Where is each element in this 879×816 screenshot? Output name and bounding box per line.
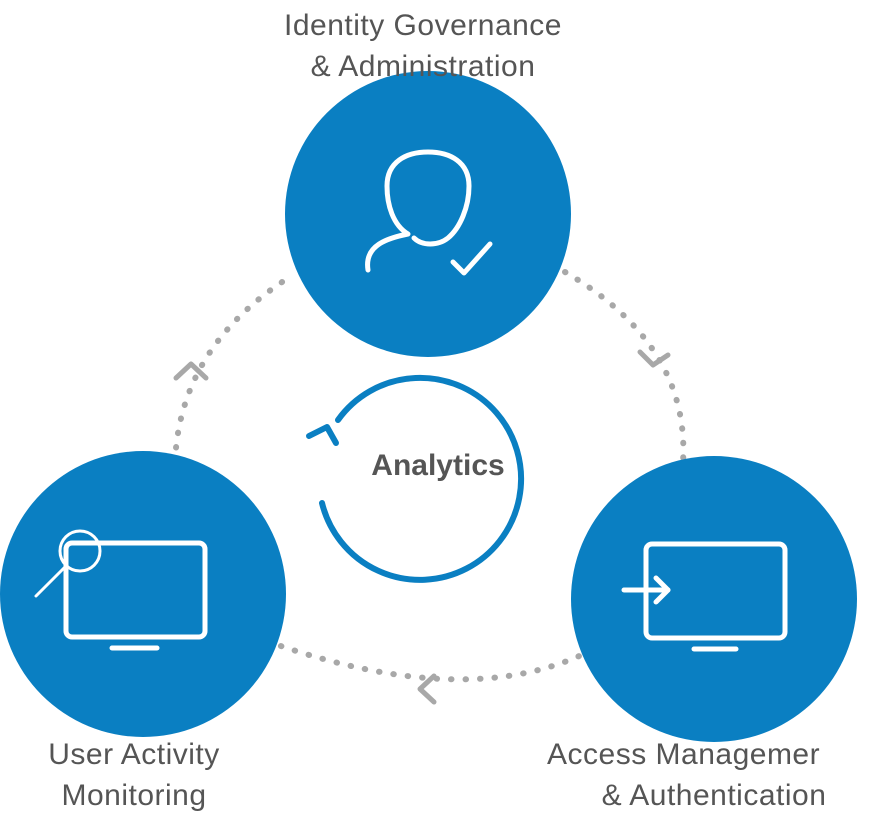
monitor-magnifier-icon xyxy=(34,529,208,651)
node-user-activity-monitoring xyxy=(0,451,286,737)
chevron-monitoring-to-identity-icon xyxy=(173,361,209,381)
connector-monitoring-to-identity xyxy=(172,272,296,465)
node-identity-circle xyxy=(285,71,571,357)
monitoring-label-line2: Monitoring xyxy=(61,779,206,812)
user-check-icon xyxy=(365,149,493,276)
access-label-line2: & Authentication xyxy=(602,779,827,812)
identity-label-line2: & Administration xyxy=(311,50,536,83)
connectors xyxy=(172,269,687,683)
analytics-center: Analytics xyxy=(306,374,525,583)
chevron-access-to-monitoring-icon xyxy=(417,673,437,705)
connector-identity-to-access xyxy=(562,269,687,465)
connector-arrows xyxy=(173,349,671,705)
node-monitoring-circle xyxy=(0,451,286,737)
refresh-cycle-icon xyxy=(319,374,525,583)
monitoring-label-line1: User Activity xyxy=(48,738,220,771)
access-label-line1: Access Managemer xyxy=(547,738,820,771)
monitor-login-icon xyxy=(621,541,788,652)
node-access-circle xyxy=(571,456,857,742)
analytics-label: Analytics xyxy=(371,449,504,482)
chevron-identity-to-access-icon xyxy=(637,349,671,368)
node-access-management xyxy=(571,456,857,742)
node-identity-governance xyxy=(285,71,571,357)
identity-label-line1: Identity Governance xyxy=(284,9,562,42)
node-labels: Identity Governance & Administration Use… xyxy=(48,9,826,812)
refresh-arrowhead-icon xyxy=(306,424,339,446)
connector-access-to-monitoring xyxy=(269,640,595,683)
